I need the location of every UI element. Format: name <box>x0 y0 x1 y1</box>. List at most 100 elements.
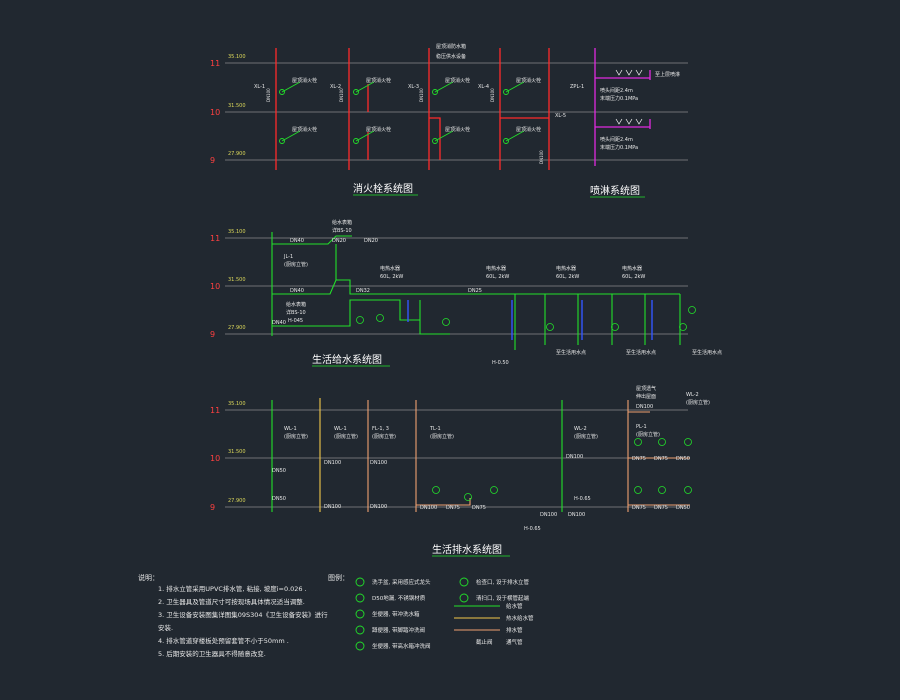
notes-block: 说明： 1. 排水立管采用UPVC排水管, 粘接, 坡度i=0.026 . 2.… <box>138 573 328 658</box>
label-heater: 电热水器 <box>556 265 576 272</box>
label-fixture: 至生活用水点 <box>556 349 586 356</box>
label-heater-spec: 60L, 2kW <box>622 274 645 280</box>
label-wl: WL-2 <box>686 392 699 398</box>
fire-text-labels: XL-1 XL-2 XL-3 XL-4 XL-5 屋顶消火栓 屋顶消火栓 屋顶消… <box>254 43 566 164</box>
supply-branch-top <box>272 235 352 245</box>
label-dn50: DN50 <box>272 468 286 474</box>
toilet-icon <box>355 609 365 619</box>
label-kitchen: (厨房立管) <box>372 433 396 440</box>
label-roof-vent: 屋顶透气 <box>636 385 656 392</box>
label-roof-outlet: 伸出屋面 <box>636 393 656 400</box>
elev-10: 31.500 <box>228 449 246 455</box>
label-dn32: DN32 <box>356 288 370 294</box>
label-dn50: DN50 <box>272 496 286 502</box>
level-num-9: 9 <box>210 156 215 165</box>
label-h2: H-0.50 <box>492 360 509 366</box>
label-dn75: DN75 <box>654 505 668 511</box>
label-dn100: DN100 <box>568 512 585 518</box>
label-kitchen: (厨房立管) <box>636 431 660 438</box>
hydrant-icon <box>353 89 359 95</box>
level-lines-supply <box>225 237 688 335</box>
hydrant-icon <box>279 138 285 144</box>
label-dn25: DN25 <box>468 288 482 294</box>
sprinkler-head-icon <box>635 118 643 125</box>
leader-line <box>434 81 454 93</box>
label-roof-tank: 屋顶消防水箱 <box>436 43 466 50</box>
fixture-icon <box>546 323 554 331</box>
sprinkler-heads <box>615 69 643 125</box>
title-drain-system: 生活排水系统图 <box>432 543 502 556</box>
legend-item: 坐便器, 带高水箱冲洗阀 <box>372 642 431 650</box>
label-heater-spec: 60L, 2kW <box>486 274 509 280</box>
label-kitchen: (厨房立管) <box>334 433 358 440</box>
floor-drain-icon <box>355 593 365 603</box>
level-num-11: 11 <box>210 59 220 68</box>
legend-item: 坐便器, 带冲洗水箱 <box>372 610 420 618</box>
fixture-icon <box>376 314 384 322</box>
label-dn100: DN100 <box>324 460 341 466</box>
fixture-icon <box>634 438 642 446</box>
label-dn100: DN100 <box>490 88 495 102</box>
label-dn100: DN100 <box>420 505 437 511</box>
label-dn100: DN100 <box>636 404 653 410</box>
label-box: 给水表箱 <box>332 219 352 226</box>
fixture-icon <box>490 486 498 494</box>
supply-labels: JL-1 (厨房立管) DN40 DN20 DN20 DN40 DN32 DN4… <box>272 219 722 366</box>
fire-hydrant-markers <box>279 81 525 144</box>
fire-branch-1 <box>429 117 441 160</box>
hydrant-icon <box>503 89 509 95</box>
label-dn40: DN40 <box>290 288 304 294</box>
drain-vent-pipes <box>367 400 690 512</box>
legend-symbols <box>355 577 500 651</box>
hydrant-icon <box>432 89 438 95</box>
fire-system-diagram: 11 10 9 35.100 31.500 27.900 <box>210 43 688 170</box>
label-hydrant: 屋顶消火栓 <box>292 126 317 133</box>
label-wl1: WL-1 <box>334 426 347 432</box>
supply-fixtures <box>356 306 696 331</box>
label-dn75: DN75 <box>472 505 486 511</box>
squat-toilet-icon <box>355 625 365 635</box>
level-num-10: 10 <box>210 454 220 463</box>
drain-fixtures <box>432 438 692 501</box>
level-num-10: 10 <box>210 108 220 117</box>
legend-text: 洗手盆, 采用感应式龙头 D50地漏, 不锈钢材质 坐便器, 带冲洗水箱 蹲便器… <box>372 578 534 650</box>
label-xl1: XL-1 <box>254 84 265 90</box>
label-xl2: XL-2 <box>330 84 341 90</box>
label-fl: FL-1, 3 <box>372 426 389 432</box>
label-jl1: JL-1 <box>283 254 293 260</box>
label-xl4: XL-4 <box>478 84 489 90</box>
notes-heading: 说明： <box>138 573 159 582</box>
label-dn50: DN50 <box>676 505 690 511</box>
label-dn100: DN100 <box>370 504 387 510</box>
leader-line <box>505 130 525 142</box>
title-sprinkler-system: 喷淋系统图 <box>590 184 640 197</box>
label-dn20: DN20 <box>332 238 346 244</box>
label-kitchen: (厨房立管) <box>284 261 308 268</box>
sprinkler-system-diagram: ZPL-1 喷头间距2.4m 末端压力0.1MPa 喷头间距2.4m 末端压力0… <box>570 48 680 166</box>
drain-system-diagram: 11 10 9 35.100 31.500 27.900 <box>210 385 710 532</box>
label-kitchen: (厨房立管) <box>686 399 710 406</box>
sprinkler-pipes <box>594 48 651 166</box>
label-dn100: DN100 <box>370 460 387 466</box>
level-num-9: 9 <box>210 503 215 512</box>
label-fixture: 至生活用水点 <box>626 349 656 356</box>
label-kitchen: (厨房立管) <box>574 433 598 440</box>
fixture-icon <box>432 486 440 494</box>
fixture-icon <box>658 438 666 446</box>
note-item: 4. 排水管道穿楼板处预留套管不小于50mm . <box>158 636 289 645</box>
fixture-icon <box>684 438 692 446</box>
label-bs: 详BS-10 <box>286 309 306 316</box>
note-item: 1. 排水立管采用UPVC排水管, 粘接, 坡度i=0.026 . <box>158 584 307 593</box>
leader-line <box>281 130 301 142</box>
hot-water-pipes <box>407 300 653 340</box>
label-dn75: DN75 <box>632 456 646 462</box>
sprinkler-head-icon <box>625 69 633 76</box>
leader-line <box>355 81 375 93</box>
label-dn100: DN100 <box>419 88 424 102</box>
label-hydrant: 屋顶消火栓 <box>516 126 541 133</box>
label-spacing: 喷头间距2.4m <box>600 136 633 143</box>
note-item: 2. 卫生器具及管道尺寸可按现场具体情况适当调整. <box>158 597 305 606</box>
check-port-icon <box>459 577 469 587</box>
label-wl2: WL-2 <box>574 426 587 432</box>
